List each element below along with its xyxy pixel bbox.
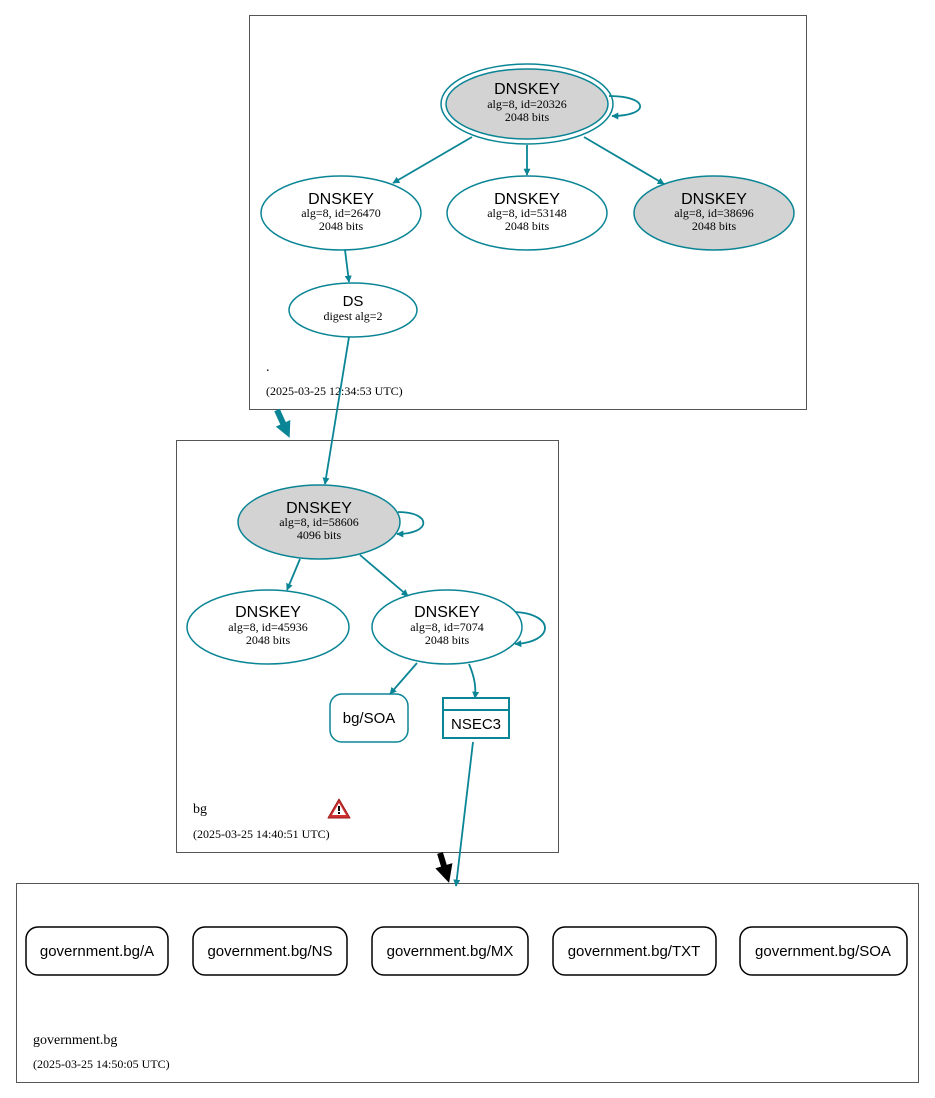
record-government-txt[interactable]: government.bg/TXT	[552, 926, 717, 976]
edge-delegation-root-to-bg	[274, 408, 291, 438]
edge-7074-to-nsec3	[468, 663, 480, 699]
node-bits: 2048 bits	[505, 219, 550, 233]
node-alg-id: alg=8, id=7074	[410, 620, 484, 634]
node-alg-id: alg=8, id=45936	[228, 620, 308, 634]
record-label: government.bg/SOA	[755, 943, 891, 960]
bg-ksk-58606-node[interactable]: DNSKEY alg=8, id=58606 4096 bits	[237, 484, 401, 560]
edge-20326-to-26470	[392, 136, 473, 184]
root-ds-node[interactable]: DS digest alg=2	[288, 282, 418, 338]
node-title: DNSKEY	[308, 191, 374, 208]
node-bits: 2048 bits	[319, 219, 364, 233]
edge-self-sign-20326	[608, 95, 642, 120]
zone-timestamp: (2025-03-25 14:50:05 UTC)	[33, 1057, 170, 1071]
edge-20326-to-38696	[583, 136, 665, 185]
record-government-ns[interactable]: government.bg/NS	[192, 926, 348, 976]
zone-name: .	[266, 360, 270, 375]
record-government-a[interactable]: government.bg/A	[25, 926, 169, 976]
edge-ds-to-58606	[322, 336, 350, 485]
node-label: NSEC3	[451, 716, 501, 733]
root-ksk-20326-node[interactable]: DNSKEY alg=8, id=20326 2048 bits	[440, 63, 614, 145]
bg-soa-node[interactable]: bg/SOA	[329, 693, 409, 743]
edge-26470-to-ds	[344, 249, 352, 283]
zone-root-box	[249, 15, 807, 410]
node-title: DNSKEY	[494, 191, 560, 208]
node-title: DS	[343, 293, 364, 310]
bg-nsec3-node[interactable]: NSEC3	[442, 697, 510, 739]
node-alg-id: alg=8, id=58606	[279, 515, 359, 529]
node-title: DNSKEY	[286, 500, 352, 517]
zone-root: DNSKEY alg=8, id=20326 2048 bits DNSKEY …	[249, 15, 807, 410]
edge-58606-to-7074	[359, 554, 409, 597]
edge-58606-to-45936	[286, 558, 301, 591]
node-alg-id: alg=8, id=26470	[301, 206, 381, 220]
record-government-mx[interactable]: government.bg/MX	[371, 926, 529, 976]
node-alg-id: alg=8, id=53148	[487, 206, 567, 220]
node-label: bg/SOA	[343, 710, 396, 727]
edge-self-sign-7074	[514, 611, 546, 648]
node-bits: 2048 bits	[425, 633, 470, 647]
node-title: DNSKEY	[681, 191, 747, 208]
node-bits: 2048 bits	[505, 110, 550, 124]
record-label: government.bg/MX	[387, 943, 514, 960]
node-title: DNSKEY	[494, 81, 560, 98]
node-bits: 2048 bits	[246, 633, 291, 647]
zone-timestamp: (2025-03-25 12:34:53 UTC)	[266, 384, 403, 398]
zone-name: bg	[193, 802, 207, 817]
zone-timestamp: (2025-03-25 14:40:51 UTC)	[193, 827, 330, 841]
root-ksk-38696-node[interactable]: DNSKEY alg=8, id=38696 2048 bits	[633, 175, 795, 251]
edge-nsec3-to-government	[453, 741, 474, 887]
root-zsk-26470-node[interactable]: DNSKEY alg=8, id=26470 2048 bits	[260, 175, 422, 251]
bg-zsk-7074-node[interactable]: DNSKEY alg=8, id=7074 2048 bits	[371, 589, 523, 665]
node-title: DNSKEY	[414, 604, 480, 621]
node-alg-id: alg=8, id=20326	[487, 97, 567, 111]
zone-bg: DNSKEY alg=8, id=58606 4096 bits DNSKEY …	[176, 440, 559, 853]
record-government-soa[interactable]: government.bg/SOA	[739, 926, 908, 976]
node-alg-id: alg=8, id=38696	[674, 206, 754, 220]
warning-icon[interactable]	[327, 798, 351, 819]
node-title: DNSKEY	[235, 604, 301, 621]
root-zsk-53148-node[interactable]: DNSKEY alg=8, id=53148 2048 bits	[446, 175, 608, 251]
edge-delegation-bg-to-government	[435, 852, 453, 883]
zone-name: government.bg	[33, 1033, 117, 1048]
node-bits: 4096 bits	[297, 528, 342, 542]
zone-government-bg: government.bg/A government.bg/NS governm…	[16, 883, 919, 1083]
record-label: government.bg/NS	[207, 943, 332, 960]
edges	[274, 95, 665, 887]
zone-bg-box	[176, 440, 559, 853]
edge-7074-to-soa	[389, 662, 418, 695]
node-digest: digest alg=2	[323, 309, 382, 323]
zone-government-box	[16, 883, 919, 1083]
record-label: government.bg/A	[40, 943, 154, 960]
edge-self-sign-58606	[396, 511, 425, 538]
bg-zsk-45936-node[interactable]: DNSKEY alg=8, id=45936 2048 bits	[186, 589, 350, 665]
record-label: government.bg/TXT	[568, 943, 701, 960]
node-bits: 2048 bits	[692, 219, 737, 233]
